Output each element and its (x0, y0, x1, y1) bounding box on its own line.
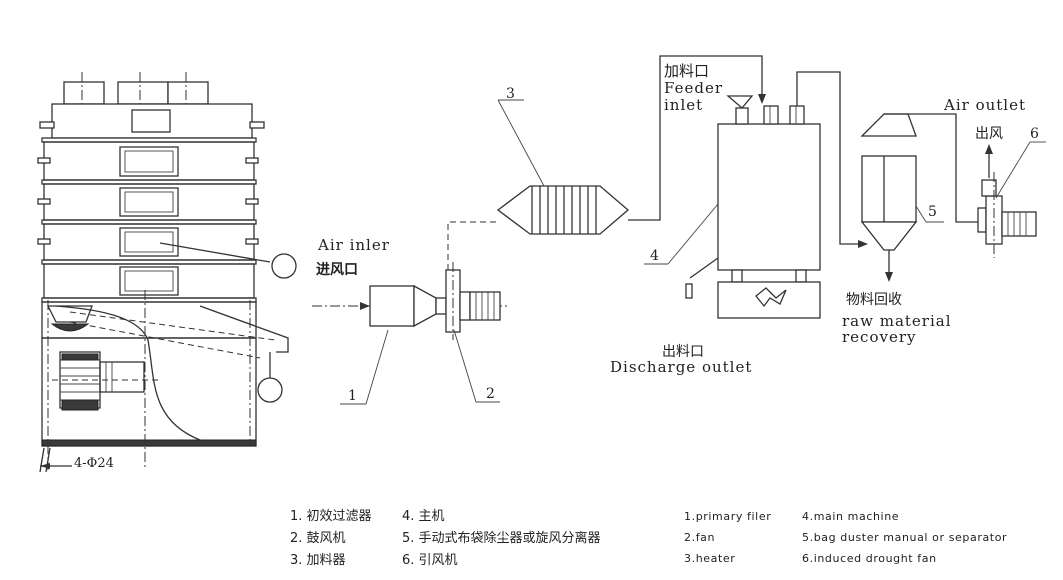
legend-cn-item: 1. 初效过滤器 (290, 509, 372, 524)
legend-chinese: 1. 初效过滤器 2. 鼓风机 3. 加料器 4. 主机 5. 手动式布袋除尘器… (290, 509, 601, 568)
legend-en-item: 1.primary filer (684, 510, 771, 523)
discharge-en-label: Discharge outlet (610, 358, 752, 376)
legend-en-item: 6.induced drought fan (802, 552, 937, 565)
callout-6: 6 (1030, 126, 1039, 142)
legend-en-item: 3.heater (684, 552, 735, 565)
legend-cn-item: 6. 引风机 (402, 553, 458, 568)
callout-4: 4 (650, 248, 659, 264)
legend-en-item: 5.bag duster manual or separator (802, 531, 1007, 544)
legend-cn-item: 4. 主机 (402, 509, 445, 524)
legend-english: 1.primary filer 2.fan 3.heater 4.main ma… (684, 510, 1007, 565)
recovery-en-label-2: recovery (842, 328, 916, 346)
feeder-inlet-cn-label: 加料口 (664, 62, 709, 80)
discharge-cn-label: 出料口 (662, 344, 704, 360)
fluid-bed-machine-drawing: 4-Φ24 (37, 72, 297, 473)
feeder-inlet-en-label-2: inlet (664, 96, 703, 114)
process-flow-drawing (312, 55, 1046, 405)
callout-2: 2 (486, 386, 495, 402)
legend-en-item: 2.fan (684, 531, 715, 544)
recovery-cn-label: 物料回收 (846, 292, 902, 308)
legend-en-item: 4.main machine (802, 510, 899, 523)
recovery-en-label-1: raw material (842, 312, 952, 330)
legend-cn-item: 5. 手动式布袋除尘器或旋风分离器 (402, 530, 601, 546)
air-inlet-cn-label: 进风口 (316, 262, 358, 278)
feeder-inlet-en-label-1: Feeder (664, 79, 723, 97)
air-outlet-cn-label: 出风 (975, 126, 1003, 142)
air-outlet-en-label: Air outlet (943, 96, 1026, 114)
callout-5: 5 (928, 204, 937, 220)
dimension-label: 4-Φ24 (74, 456, 114, 471)
air-inlet-en-label: Air inler (317, 236, 390, 254)
callout-3: 3 (506, 86, 515, 102)
legend-cn-item: 3. 加料器 (290, 553, 346, 568)
diagram-labels: 加料口 Feeder inlet Air outlet 出风 Air inler… (316, 62, 1039, 404)
legend-cn-item: 2. 鼓风机 (290, 531, 346, 546)
callout-1: 1 (348, 388, 357, 404)
